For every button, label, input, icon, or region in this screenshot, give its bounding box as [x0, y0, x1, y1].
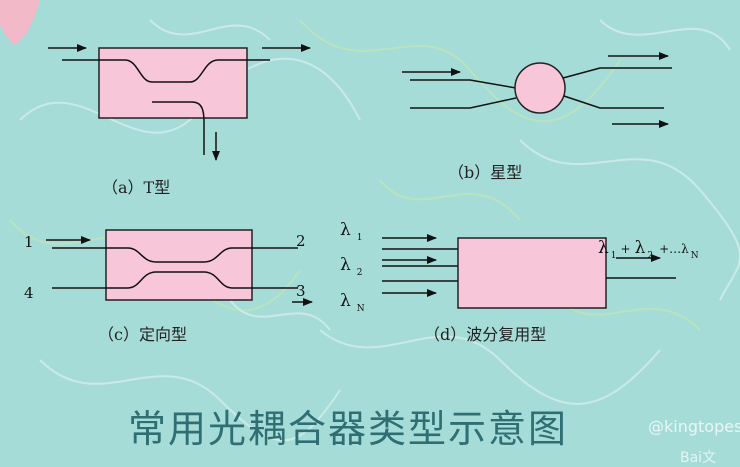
corner-petal: [0, 0, 40, 45]
directional-fiber-top: [52, 247, 298, 263]
background-squiggles: [9, 19, 740, 442]
directional-box: [105, 229, 253, 301]
star-hub: [514, 62, 566, 114]
directional-caption: （c）定向型: [98, 325, 187, 344]
t-main-fiber: [62, 59, 270, 83]
watermark-brand: Bai文: [680, 450, 716, 466]
port-3-label: 3: [296, 282, 306, 300]
star-type-coupler: （b）星型: [402, 52, 672, 182]
directional-fiber-bottom: [52, 271, 298, 289]
star-caption: （b）星型: [448, 163, 522, 182]
wdm-caption: （d）波分复用型: [424, 325, 546, 344]
port-2-label: 2: [296, 232, 306, 250]
t-caption: （a）T型: [102, 178, 170, 197]
star-output-fiber-2: [563, 95, 664, 109]
star-input-fiber-1: [410, 79, 517, 89]
t-branch-fiber: [152, 101, 205, 155]
port-1-label: 1: [24, 233, 34, 251]
port-4-label: 4: [24, 284, 34, 302]
page-title: 常用光耦合器类型示意图: [128, 407, 568, 451]
watermark-handle: @kingtopes: [648, 417, 740, 436]
t-type-coupler: （a）T型: [48, 44, 311, 197]
star-input-fiber-2: [410, 97, 517, 109]
wdm-box: [457, 237, 607, 309]
star-output-fiber-1: [562, 67, 672, 79]
t-coupler-box: [98, 47, 248, 119]
directional-coupler: 1 4 2 3 （c）定向型: [24, 229, 313, 344]
